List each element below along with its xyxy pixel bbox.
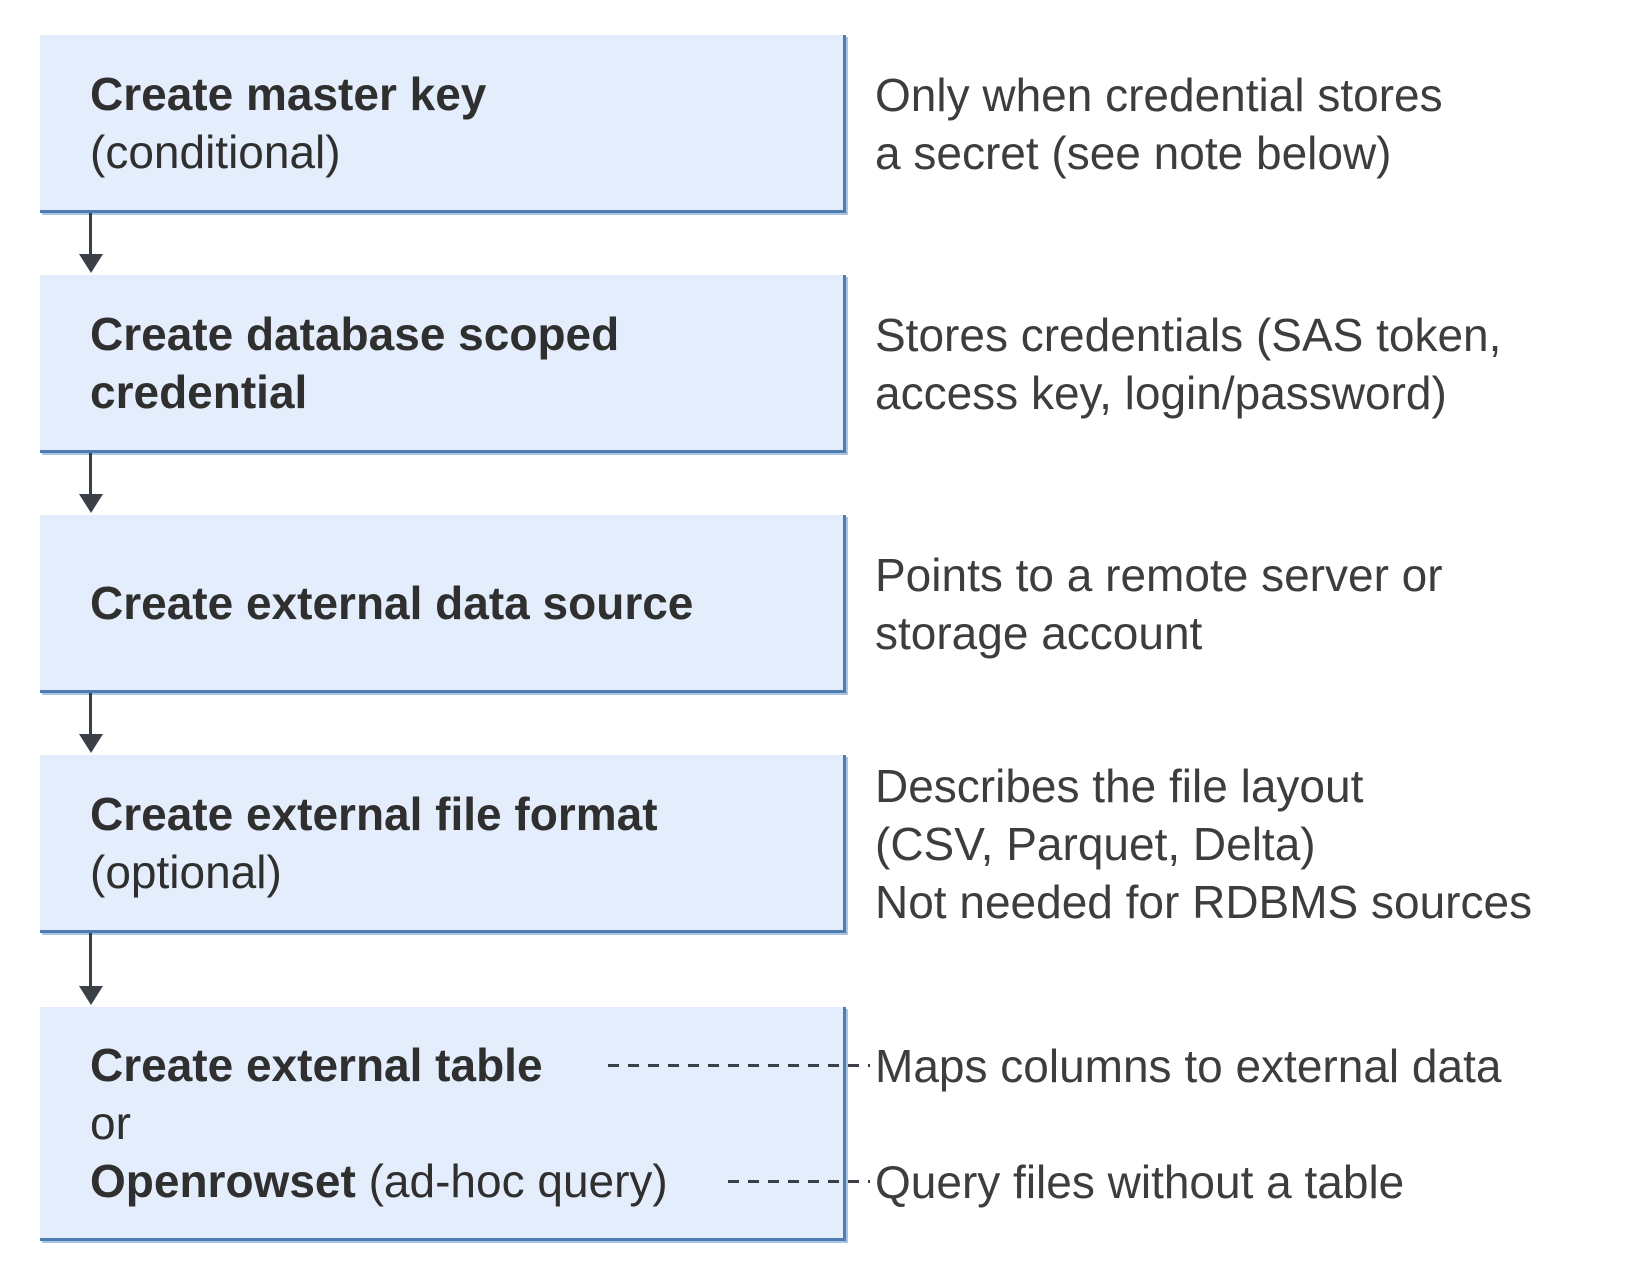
note-line: Maps columns to external data: [875, 1040, 1502, 1092]
note-line: Points to a remote server or: [875, 549, 1443, 601]
note-external-table: Maps columns to external data: [875, 1037, 1625, 1095]
note-external-data-source: Points to a remote server or storage acc…: [875, 515, 1625, 693]
step-subtitle: (conditional): [90, 125, 341, 178]
step-title-external-table: Create external table: [90, 1038, 543, 1091]
step-title-line1: Create database scoped: [90, 307, 620, 360]
down-arrow: [79, 213, 103, 273]
note-line: Query files without a table: [875, 1156, 1405, 1208]
note-openrowset: Query files without a table: [875, 1153, 1625, 1211]
step-box-create-master-key: Create master key (conditional): [40, 35, 846, 213]
note-line: storage account: [875, 607, 1203, 659]
step-title-adhoc-query: (ad-hoc query): [355, 1154, 668, 1207]
step-title: Create master key: [90, 67, 487, 120]
note-line: (CSV, Parquet, Delta): [875, 818, 1316, 870]
step-title-openrowset-line: Openrowset (ad-hoc query): [90, 1152, 827, 1210]
note-external-file-format: Describes the file layout (CSV, Parquet,…: [875, 755, 1625, 933]
arrow-shaft: [89, 693, 92, 735]
down-arrow: [79, 693, 103, 753]
step-title: Create external file format: [90, 787, 658, 840]
step-title-openrowset: Openrowset: [90, 1154, 356, 1207]
step-subtitle: (optional): [90, 845, 282, 898]
arrow-shaft: [89, 933, 92, 987]
note-line: Describes the file layout: [875, 760, 1364, 812]
step-box-create-external-data-source: Create external data source: [40, 515, 846, 693]
arrow-shaft: [89, 453, 92, 495]
dashed-connector-external-table: [608, 1064, 870, 1067]
arrow-head: [79, 986, 103, 1005]
arrow-shaft: [89, 213, 92, 255]
dashed-connector-openrowset: [728, 1180, 870, 1183]
down-arrow: [79, 933, 103, 1005]
note-master-key: Only when credential stores a secret (se…: [875, 35, 1625, 213]
step-title-line2: credential: [90, 365, 308, 418]
note-line: access key, login/password): [875, 367, 1447, 419]
step-title: Create external data source: [90, 576, 694, 629]
step-box-create-external-file-format: Create external file format (optional): [40, 755, 846, 933]
step-or-label: or: [90, 1096, 131, 1149]
arrow-head: [79, 734, 103, 753]
step-box-create-external-table-or-openrowset: Create external table or Openrowset (ad-…: [40, 1007, 846, 1241]
note-line: a secret (see note below): [875, 127, 1392, 179]
note-line: Only when credential stores: [875, 69, 1443, 121]
step-box-create-database-scoped-credential: Create database scoped credential: [40, 275, 846, 453]
arrow-head: [79, 254, 103, 273]
note-database-scoped-credential: Stores credentials (SAS token, access ke…: [875, 275, 1625, 453]
note-line: Stores credentials (SAS token,: [875, 309, 1502, 361]
arrow-head: [79, 494, 103, 513]
down-arrow: [79, 453, 103, 513]
note-line: Not needed for RDBMS sources: [875, 876, 1533, 928]
